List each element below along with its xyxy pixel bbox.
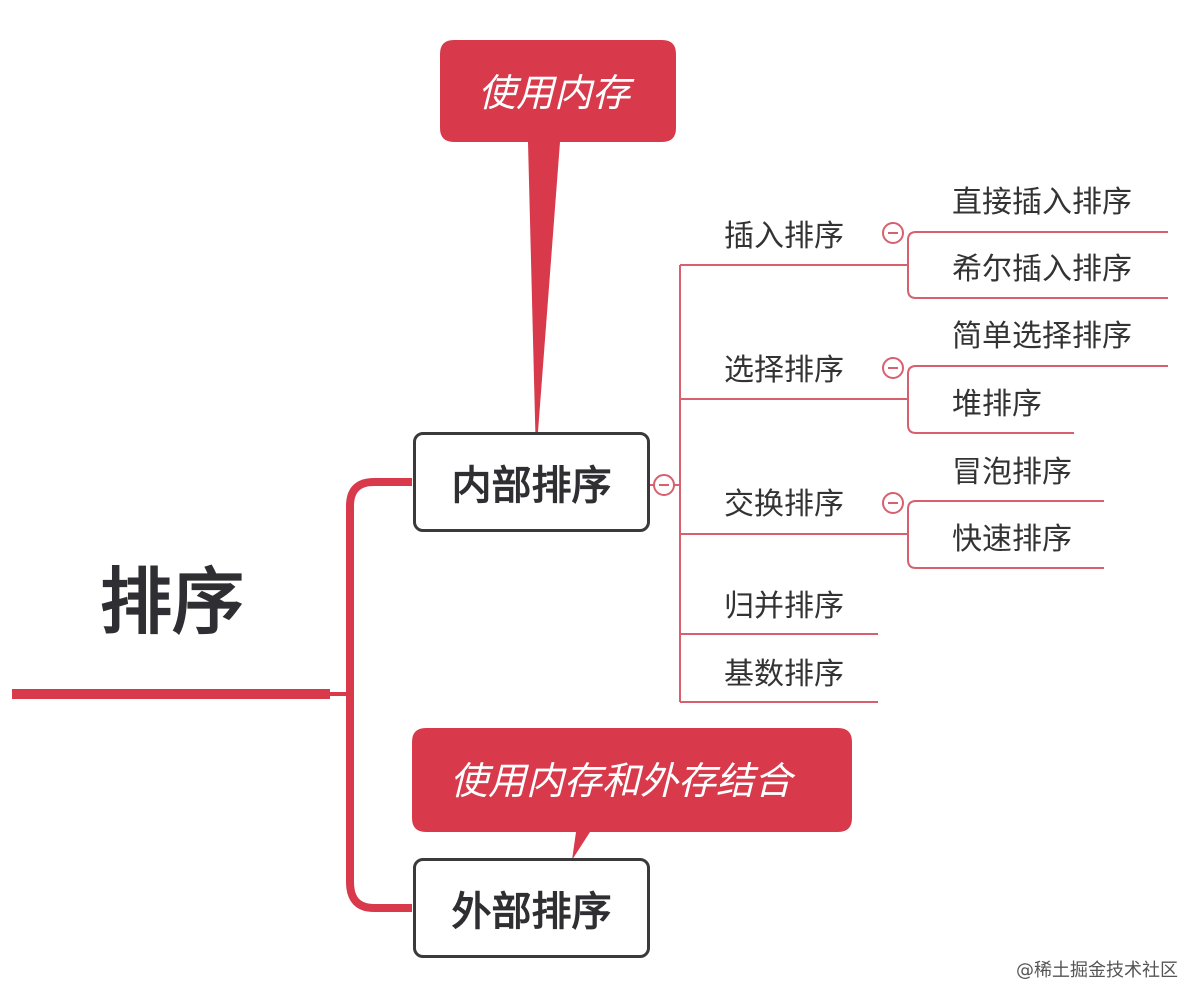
topic-simple-selection[interactable]: 简单选择排序 (952, 319, 1132, 354)
topic-exchange-sort[interactable]: 交换排序 (724, 487, 844, 522)
level1-spine (346, 478, 412, 912)
topic-insertion-sort[interactable]: 插入排序 (724, 219, 844, 254)
internal-sort-node[interactable]: 内部排序 (413, 432, 650, 532)
topic-heap-sort[interactable]: 堆排序 (952, 387, 1042, 422)
topic-radix-sort[interactable]: 基数排序 (724, 657, 844, 692)
topic-shell-insertion[interactable]: 希尔插入排序 (952, 252, 1132, 287)
topic-merge-sort[interactable]: 归并排序 (724, 589, 844, 624)
callout-internal-text: 使用内存 (478, 71, 631, 115)
topic-selection-sort[interactable]: 选择排序 (724, 353, 844, 388)
topic-bubble-sort[interactable]: 冒泡排序 (952, 455, 1072, 490)
callout-external-shape (412, 728, 852, 860)
internal-sort-label: 内部排序 (451, 463, 612, 509)
callout-external-text: 使用内存和外存结合 (450, 759, 793, 803)
external-sort-node[interactable]: 外部排序 (413, 858, 650, 958)
topic-straight-insertion[interactable]: 直接插入排序 (952, 185, 1132, 220)
topic-quick-sort[interactable]: 快速排序 (952, 522, 1072, 557)
external-sort-label: 外部排序 (451, 889, 612, 935)
watermark: @稀土掘金技术社区 (1016, 960, 1178, 981)
root-topic[interactable]: 排序 (100, 560, 245, 644)
callout-internal-shape (440, 40, 676, 458)
